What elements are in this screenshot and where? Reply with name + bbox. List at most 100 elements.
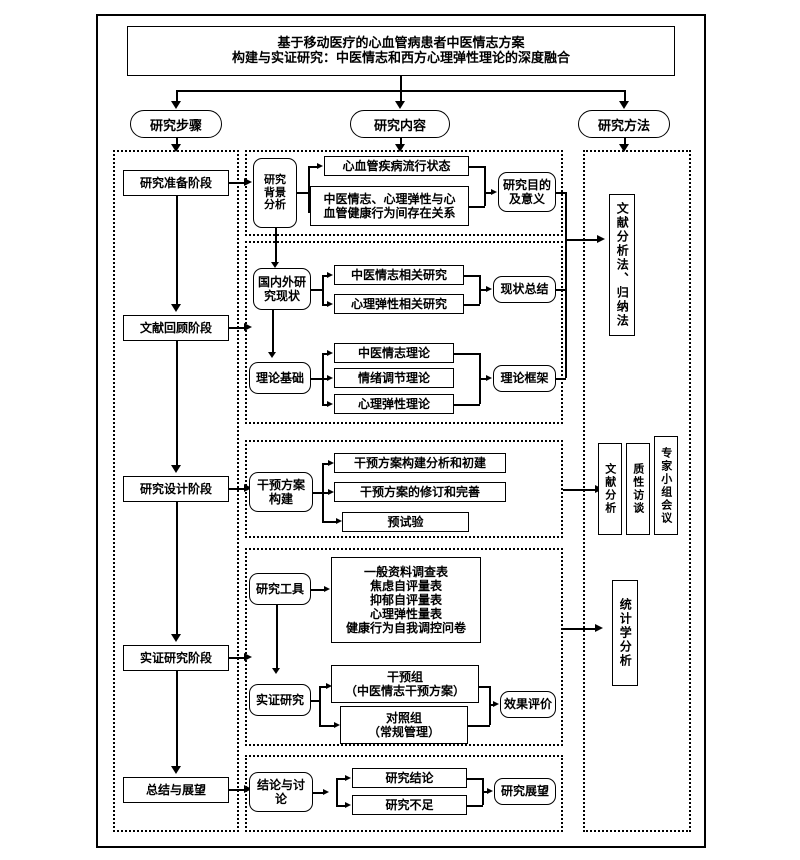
review-status-merge-out [479, 289, 488, 291]
research-outlook-node[interactable]: 研究展望 [494, 778, 556, 805]
study-stem [311, 700, 320, 702]
review-status-item-2-label: 心理弹性相关研究 [350, 296, 447, 311]
tool-item-3: 抑郁自评量表 [369, 592, 442, 607]
design-item-1[interactable]: 干预方案构建分析和初建 [334, 453, 506, 473]
conclusion-item-2[interactable]: 研究不足 [352, 795, 467, 815]
step-design-label: 研究设计阶段 [139, 481, 212, 496]
review-theory-item-3[interactable]: 心理弹性理论 [334, 394, 454, 414]
step-review[interactable]: 文献回顾阶段 [123, 315, 229, 341]
design-branch-3 [322, 521, 338, 523]
conclusion-node[interactable]: 结论与讨 论 [249, 772, 313, 812]
step-prepare[interactable]: 研究准备阶段 [123, 170, 229, 196]
background-item-1-label: 心血管疾病流行状态 [342, 158, 451, 173]
review-theory-item-1-label: 中医情志理论 [357, 345, 430, 360]
conclusion-merge-head [487, 788, 493, 794]
conclusion-branch-2-head [345, 802, 351, 808]
step-arrow-4-head [171, 766, 181, 774]
review-status-branch-1 [322, 275, 329, 277]
method-qualitative-interview[interactable]: 质性访谈 [626, 443, 650, 535]
step-review-label: 文献回顾阶段 [139, 320, 212, 335]
research-tools-list-box[interactable]: 一般资料调查表 焦虑自评量表 抑郁自评量表 心理弹性量表 健康行为自我调控问卷 [331, 557, 481, 643]
header-methods[interactable]: 研究方法 [578, 110, 670, 138]
research-tools-node[interactable]: 研究工具 [249, 573, 311, 605]
drop-to-methods [624, 90, 626, 103]
groups-merge-bot [468, 725, 490, 727]
control-group-box[interactable]: 对照组 （常规管理） [340, 706, 468, 744]
background-result-node[interactable]: 研究目的 及意义 [498, 172, 556, 212]
method-statistics[interactable]: 统计学分析 [612, 580, 638, 686]
step-arrow-1-line [176, 196, 178, 306]
link-prepare-to-background [229, 182, 247, 184]
review-section-container [245, 241, 563, 424]
step-summary[interactable]: 总结与展望 [123, 777, 229, 803]
conclusion-stem [313, 792, 325, 794]
step-design[interactable]: 研究设计阶段 [123, 476, 229, 502]
design-to-methods-line [563, 489, 597, 491]
conclusion-merge-top [467, 778, 483, 780]
theory-merge-out [479, 378, 488, 380]
conclusion-node-line-2: 论 [274, 792, 287, 806]
conclusion-merge-out [482, 791, 489, 793]
header-methods-label: 研究方法 [597, 118, 650, 134]
conclusion-bus [336, 778, 338, 806]
method-literature-analysis-label: 文献分析 [603, 463, 617, 515]
bg-branch-stem [297, 192, 309, 194]
review-status-item-1-label: 中医情志相关研究 [350, 267, 447, 282]
empirical-study-node[interactable]: 实证研究 [249, 684, 311, 716]
review-theory-item-2-label: 情绪调节理论 [357, 370, 430, 385]
design-stem [313, 492, 323, 494]
review-status-item-2[interactable]: 心理弹性相关研究 [334, 294, 464, 314]
review-theory-node[interactable]: 理论基础 [249, 362, 311, 394]
review-status-branch-2-head [327, 301, 333, 307]
design-node-line-1: 干预方案 [256, 477, 305, 492]
method-literature-analysis[interactable]: 文献分析 [598, 443, 622, 535]
background-item-1[interactable]: 心血管疾病流行状态 [324, 156, 469, 176]
groups-merge-head [493, 701, 499, 707]
design-section-container [245, 440, 563, 538]
design-node-line-2: 构建 [268, 492, 293, 506]
review-status-item-1[interactable]: 中医情志相关研究 [334, 265, 464, 285]
status-to-theory-head [268, 352, 276, 358]
review-theory-result-node[interactable]: 理论框架 [493, 365, 556, 392]
study-branch-1 [319, 686, 328, 688]
background-node-line-2: 背景 [264, 185, 286, 199]
conclusion-item-1[interactable]: 研究结论 [352, 768, 467, 788]
review-status-line-2: 究现状 [263, 289, 300, 303]
review-status-branch-2 [322, 304, 329, 306]
study-branch-1-head [326, 683, 332, 689]
step-empirical[interactable]: 实证研究阶段 [123, 645, 229, 671]
background-item-2[interactable]: 中医情志、心理弹性与心 血管健康行为间存在关系 [310, 186, 469, 226]
effect-evaluation-node[interactable]: 效果评价 [500, 691, 556, 718]
method-literature-induction[interactable]: 文献分析法、归纳法 [609, 194, 635, 336]
review-status-result-node[interactable]: 现状总结 [493, 276, 556, 303]
review-status-result-label: 现状总结 [500, 282, 549, 297]
design-item-2[interactable]: 干预方案的修订和完善 [334, 482, 506, 502]
review-status-node[interactable]: 国内外研 究现状 [253, 268, 311, 310]
theory-merge-head [486, 375, 492, 381]
design-node[interactable]: 干预方案 构建 [249, 472, 313, 512]
design-branch-1-head [328, 460, 334, 466]
tool-item-5: 健康行为自我调控问卷 [345, 621, 466, 636]
review-theory-item-2[interactable]: 情绪调节理论 [334, 368, 454, 388]
bg-merge-bus [484, 166, 486, 206]
review-theory-item-1[interactable]: 中医情志理论 [334, 343, 454, 363]
method-expert-panel[interactable]: 专家小组会议 [654, 436, 678, 535]
background-analysis-node[interactable]: 研究 背景 分析 [253, 158, 297, 228]
drop-to-content [400, 90, 402, 103]
intervention-group-box[interactable]: 干预组 （中医情志干预方案） [331, 665, 479, 703]
header-content[interactable]: 研究内容 [350, 110, 450, 138]
link-design-to-intervention [229, 488, 247, 490]
header-steps[interactable]: 研究步骤 [130, 110, 222, 138]
review-status-merge-top [464, 275, 480, 277]
design-item-3[interactable]: 预试验 [342, 512, 469, 532]
empirical-to-stats-arrowhead [595, 624, 603, 632]
link-prepare-arrowhead [244, 178, 252, 186]
tools-to-study-line [276, 605, 278, 670]
bg-branch-1-head [317, 163, 323, 169]
conclusion-item-2-label: 研究不足 [385, 797, 434, 812]
method-literature-induction-label: 文献分析法、归纳法 [615, 202, 630, 328]
bg-merge-out [484, 192, 493, 194]
link-empirical-to-tools [229, 657, 247, 659]
design-branch-2-head [328, 489, 334, 495]
theory-branch-1-head [327, 350, 333, 356]
